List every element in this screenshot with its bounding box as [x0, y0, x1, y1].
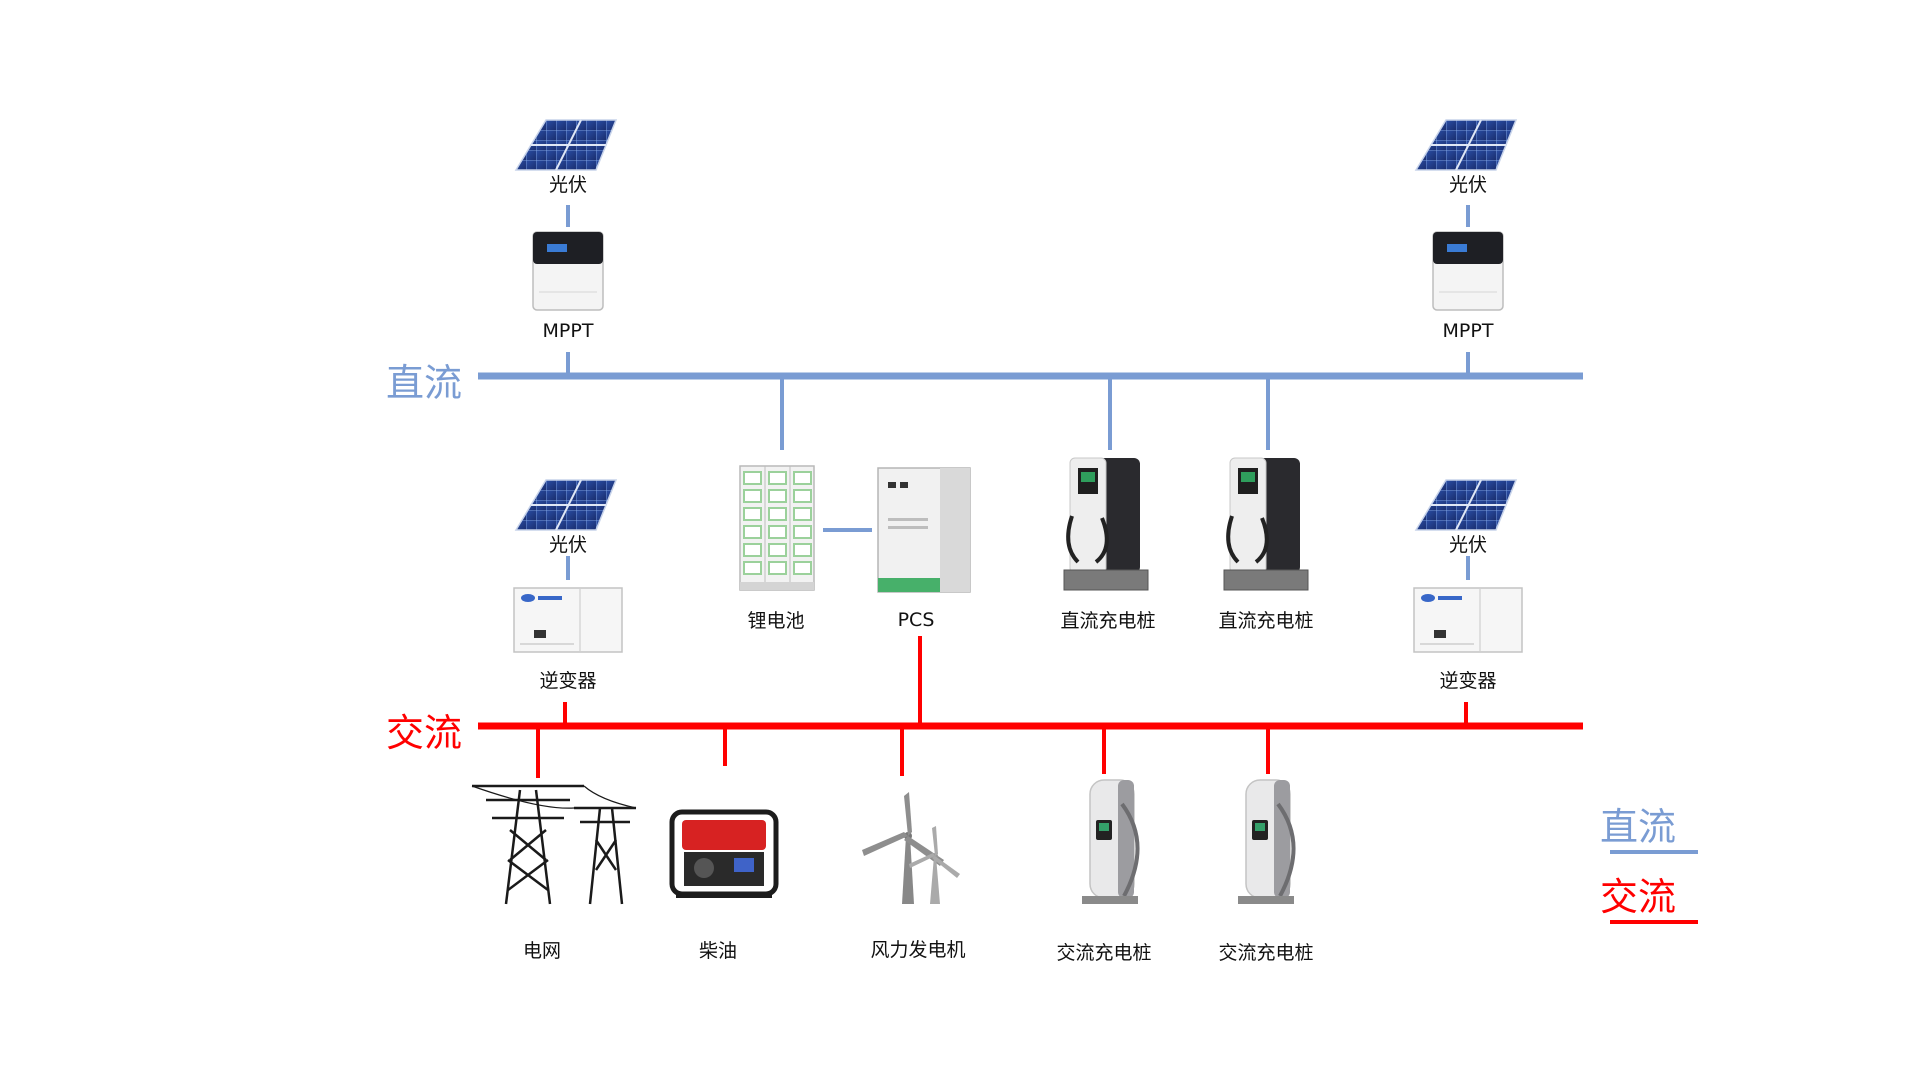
- dc-charger-2-label: 直流充电桩: [1218, 610, 1314, 632]
- pcs-label: PCS: [897, 609, 935, 631]
- pv-mid-left-label: 光伏: [548, 534, 587, 556]
- mppt-left-label: MPPT: [542, 320, 594, 342]
- legend-ac-label: 交流: [1600, 875, 1677, 919]
- solar-panel-icon: [1415, 119, 1517, 171]
- dc-charger-icon: [1222, 456, 1310, 592]
- inverter-icon: [1413, 587, 1523, 653]
- pv-top-right-label: 光伏: [1448, 174, 1487, 196]
- diesel-generator-icon: [669, 809, 779, 898]
- inverter-icon: [513, 587, 623, 653]
- wind-turbine-label: 风力发电机: [870, 939, 966, 961]
- wind-turbine-icon: [862, 792, 960, 904]
- dc-charger-1-label: 直流充电桩: [1060, 610, 1156, 632]
- ac-charger-icon: [1236, 778, 1296, 906]
- pv-top-left-label: 光伏: [548, 174, 587, 196]
- legend-dc-label: 直流: [1600, 805, 1677, 849]
- inverter-left-label: 逆变器: [539, 670, 597, 692]
- inverter-right-label: 逆变器: [1439, 670, 1497, 692]
- diesel-label: 柴油: [698, 940, 737, 962]
- transmission-tower-icon: [471, 784, 637, 905]
- ac-charger-icon: [1080, 778, 1140, 906]
- dc-connectors: [566, 205, 1470, 580]
- battery-rack-icon: [739, 465, 815, 591]
- lithium-battery-label: 锂电池: [747, 610, 805, 632]
- mppt-controller-icon: [1432, 231, 1504, 311]
- pcs-cabinet-icon: [877, 467, 971, 593]
- solar-panel-icon: [1415, 479, 1517, 531]
- ac-bus-label: 交流: [386, 711, 463, 755]
- solar-panel-icon: [515, 479, 617, 531]
- ac-charger-1-label: 交流充电桩: [1056, 942, 1152, 964]
- ac-connectors: [536, 636, 1468, 778]
- mppt-controller-icon: [532, 231, 604, 311]
- dc-charger-icon: [1062, 456, 1150, 592]
- dc-bus-label: 直流: [386, 361, 463, 405]
- grid-label: 电网: [522, 940, 561, 962]
- mppt-right-label: MPPT: [1442, 320, 1494, 342]
- pv-mid-right-label: 光伏: [1448, 534, 1487, 556]
- solar-panel-icon: [515, 119, 617, 171]
- ac-charger-2-label: 交流充电桩: [1218, 942, 1314, 964]
